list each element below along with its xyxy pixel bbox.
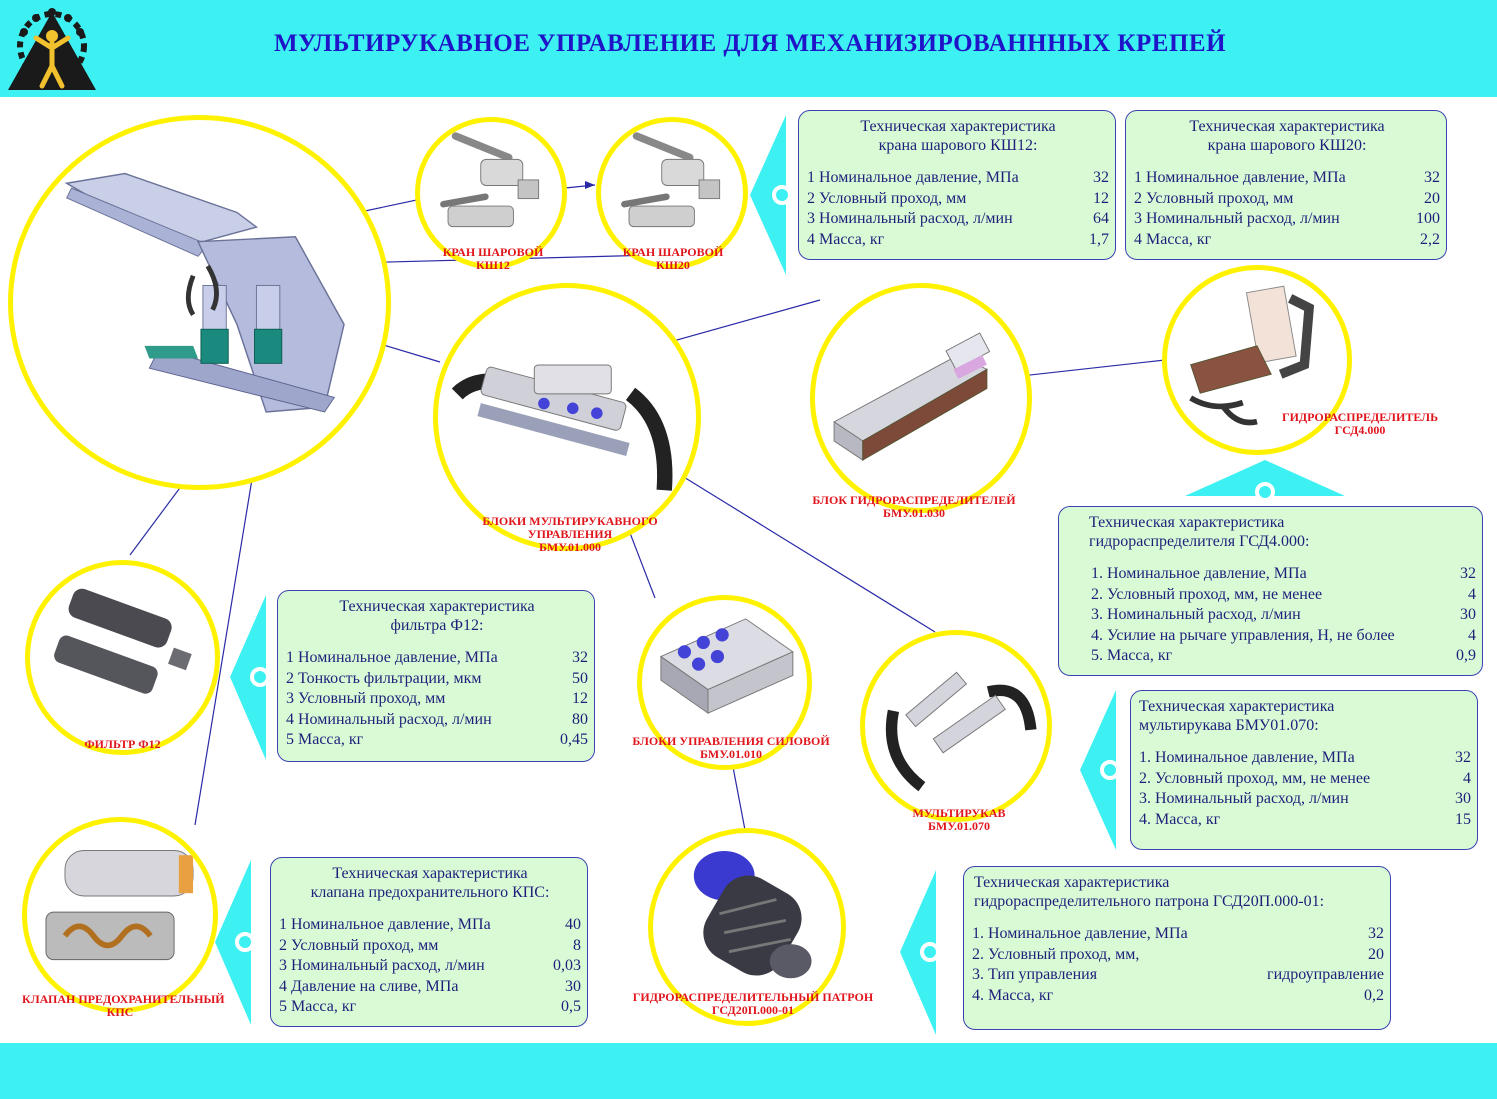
multihose-block-circle xyxy=(433,283,701,551)
multihose-circle xyxy=(860,630,1052,822)
spec-row: 4. Усилие на рычаге управления, Н, не бо… xyxy=(1091,626,1476,644)
spec-row: 2. Условный проход, мм,20 xyxy=(972,945,1384,963)
pointer-arrow-gsd4 xyxy=(1185,460,1345,500)
filter-circle xyxy=(25,560,220,755)
valve-block-circle xyxy=(810,283,1032,513)
safety-valve-circle xyxy=(22,817,218,1013)
cartridge-circle xyxy=(648,828,846,1026)
footer-band xyxy=(0,1043,1497,1099)
ball-valve-ksh20-circle xyxy=(596,117,748,269)
logo-emblem-icon xyxy=(6,4,98,94)
pointer-arrow-f12 xyxy=(230,595,270,760)
pointer-arrow-ksh xyxy=(750,115,790,275)
power-control-block-circle xyxy=(637,595,812,770)
pointer-arrow-bmu01070 xyxy=(1080,690,1120,850)
label-filter: ФИЛЬТР Ф12 xyxy=(84,737,161,751)
pointer-arrow-gsd20 xyxy=(900,870,940,1035)
header-band xyxy=(0,0,1497,97)
ball-valve-ksh12-circle xyxy=(415,117,567,269)
pointer-arrow-kps xyxy=(215,860,255,1025)
page-title: МУЛЬТИРУКАВНОЕ УПРАВЛЕНИЕ ДЛЯ МЕХАНИЗИРО… xyxy=(273,30,1227,57)
hydraulic-distributor-circle xyxy=(1162,265,1352,455)
roof-support-circle xyxy=(8,115,391,490)
